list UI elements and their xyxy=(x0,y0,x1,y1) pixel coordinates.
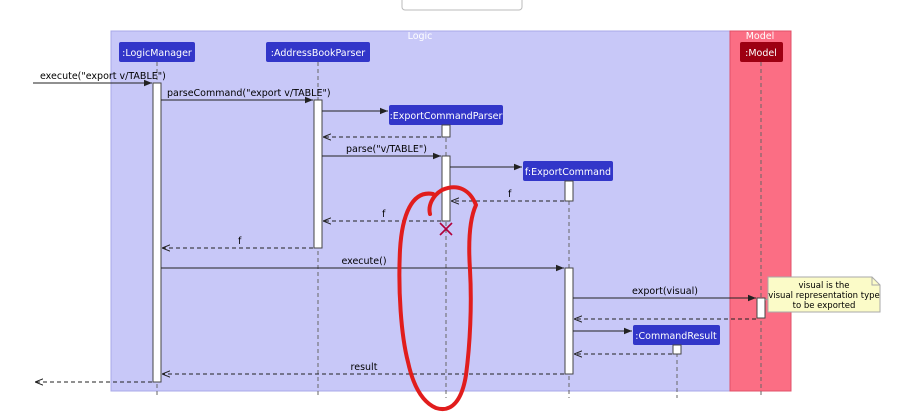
activation-export-command-2 xyxy=(564,267,574,375)
label-export-visual: export(visual) xyxy=(632,286,698,297)
svg-text::Model: :Model xyxy=(745,48,777,59)
label-execute-export: execute("export v/TABLE") xyxy=(40,71,166,82)
label-execute: execute() xyxy=(341,256,386,267)
label-f-2: f xyxy=(382,209,386,220)
participant-command-result: :CommandResult xyxy=(633,325,720,345)
label-result: result xyxy=(351,362,378,373)
activation-command-result xyxy=(672,344,682,355)
activation-export-parser-1 xyxy=(441,124,451,138)
note-line-3: to be exported xyxy=(793,301,856,311)
note-line-2: visual representation type xyxy=(768,291,880,301)
participant-model: :Model xyxy=(740,42,783,62)
top-partial-box xyxy=(401,0,523,11)
activation-logic-manager xyxy=(152,82,162,383)
logic-box-title: Logic xyxy=(408,31,433,42)
participant-logic-manager: :LogicManager xyxy=(119,42,195,62)
destroy-marker xyxy=(439,222,453,236)
activation-export-command-1 xyxy=(564,180,574,202)
red-annotation xyxy=(397,185,478,412)
svg-text::AddressBookParser: :AddressBookParser xyxy=(271,48,366,59)
activation-model xyxy=(756,297,766,319)
activation-parser xyxy=(313,99,323,249)
participant-export-command: f:ExportCommand xyxy=(523,161,613,181)
label-parse-command: parseCommand("export v/TABLE") xyxy=(167,88,331,99)
svg-text::ExportCommandParser: :ExportCommandParser xyxy=(390,111,503,122)
note-line-1: visual is the xyxy=(799,281,850,291)
participant-address-book-parser: :AddressBookParser xyxy=(266,42,370,62)
label-parse-vtable: parse("v/TABLE") xyxy=(346,144,427,155)
note: visual is the visual representation type… xyxy=(764,276,881,313)
label-f-1: f xyxy=(508,189,512,200)
svg-text:f:ExportCommand: f:ExportCommand xyxy=(525,167,611,178)
svg-text::LogicManager: :LogicManager xyxy=(122,48,192,59)
participant-export-command-parser: :ExportCommandParser xyxy=(389,105,503,125)
label-f-3: f xyxy=(238,236,242,247)
model-box-title: Model xyxy=(746,31,775,42)
svg-text::CommandResult: :CommandResult xyxy=(635,331,717,342)
